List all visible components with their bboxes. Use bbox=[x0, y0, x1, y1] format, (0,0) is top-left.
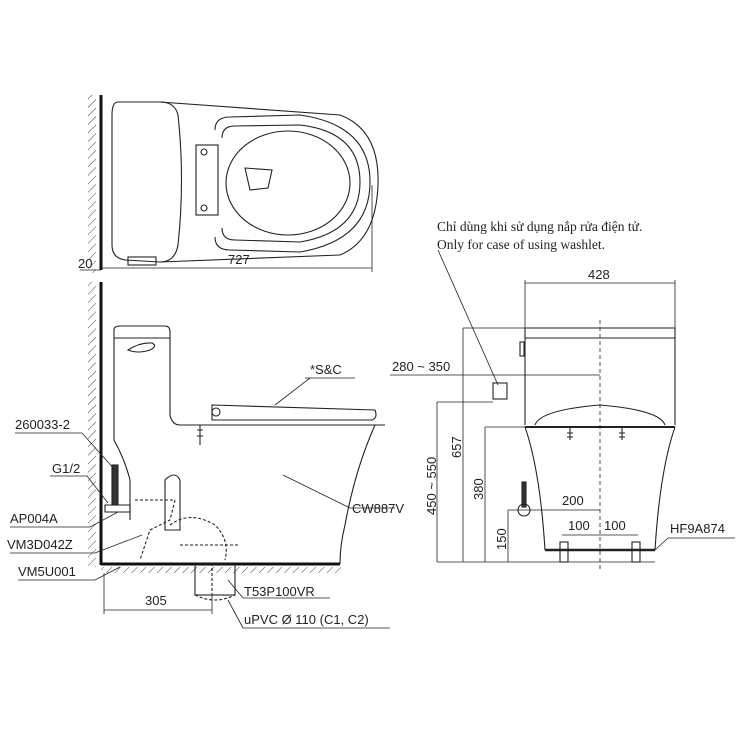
part-label-adapter: VM3D042Z bbox=[7, 537, 73, 552]
dim-supply-offset: 200 bbox=[562, 493, 584, 508]
dim-supply-height: 150 bbox=[494, 528, 509, 550]
part-label-valve: AP004A bbox=[10, 511, 58, 526]
dim-total-height: 657 bbox=[449, 436, 464, 458]
note-vietnamese: Chỉ dùng khi sử dụng nắp rửa điện tử. bbox=[437, 219, 643, 234]
top-view bbox=[80, 95, 379, 273]
part-label-drain-fitting: T53P100VR bbox=[244, 584, 315, 599]
dim-length: 727 bbox=[228, 252, 250, 267]
note-english: Only for case of using washlet. bbox=[437, 237, 605, 252]
part-label-flange: VM5U001 bbox=[18, 564, 76, 579]
side-view bbox=[10, 282, 395, 629]
dim-wall-gap: 20 bbox=[78, 256, 93, 271]
part-label-thread: G1/2 bbox=[52, 461, 81, 476]
dim-bolt-right: 100 bbox=[604, 518, 626, 533]
part-label-bowl: CW887V bbox=[352, 501, 405, 516]
part-label-bolts: HF9A874 bbox=[670, 521, 725, 536]
dim-rough-in: 305 bbox=[145, 593, 167, 608]
dim-outlet-offset: 280 ~ 350 bbox=[392, 359, 451, 374]
dim-bolt-left: 100 bbox=[568, 518, 590, 533]
dim-width: 428 bbox=[588, 267, 610, 282]
front-view bbox=[390, 249, 735, 570]
part-label-drain-pipe: uPVC Ø 110 (C1, C2) bbox=[244, 612, 369, 627]
dim-outlet-height: 450 ~ 550 bbox=[424, 456, 439, 515]
part-label-seat: *S&C bbox=[310, 362, 342, 377]
dim-seat-height: 380 bbox=[471, 478, 486, 500]
part-label-hose: 260033-2 bbox=[15, 417, 70, 432]
